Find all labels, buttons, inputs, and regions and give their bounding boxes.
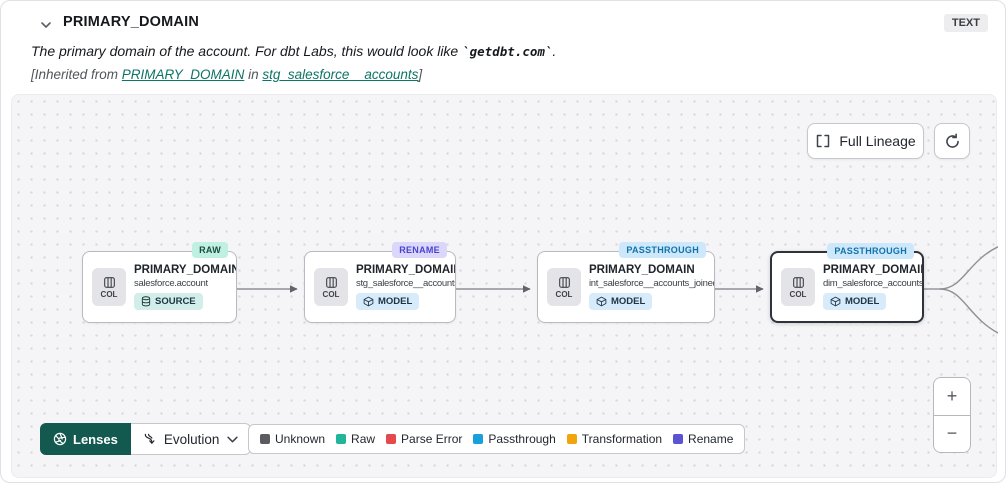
zoom-controls: + − [933,377,971,453]
lenses-toolbar: Lenses Evolution [40,423,252,455]
lenses-label: Lenses [73,431,118,447]
columns-icon [792,276,804,288]
resource-badge-model: MODEL [823,293,887,310]
resource-badge-model: MODEL [356,293,420,310]
refresh-icon [945,132,959,148]
status-tag: PASSTHROUGH [827,243,914,259]
legend-label: Transformation [581,432,663,446]
column-badge: COL [781,268,815,306]
description-code: `getdbt.com` [462,44,553,59]
status-legend: Unknown Raw Parse Error Passthrough Tran… [248,424,746,454]
aperture-icon [53,432,67,446]
legend-item: Rename [673,432,733,446]
lineage-node-dim-selected[interactable]: PASSTHROUGH COL PRIMARY_DOMAIN dim_sales… [770,243,924,323]
full-lineage-label: Full Lineage [839,133,916,149]
node-subtitle: salesforce.account [134,278,208,289]
status-tag: PASSTHROUGH [619,242,706,258]
resource-badge-label: MODEL [378,296,413,307]
col-label: COL [100,289,118,299]
refresh-button[interactable] [934,123,970,159]
legend-label: Raw [351,432,376,446]
inherited-middle: in [244,67,263,82]
column-type-badge: TEXT [943,14,988,32]
col-label: COL [322,289,340,299]
inherited-suffix: ] [418,67,423,82]
column-badge: COL [547,268,581,306]
resource-badge-label: MODEL [845,296,880,307]
fullscreen-brackets-icon [817,134,830,148]
lineage-node-int[interactable]: PASSTHROUGH COL PRIMARY_DOMAIN int_sales… [537,242,715,323]
column-title: PRIMARY_DOMAIN [63,14,199,30]
legend-item: Unknown [260,432,325,446]
col-label: COL [555,289,573,299]
inherited-prefix: [Inherited from [31,67,122,82]
legend-label: Passthrough [488,432,556,446]
description-text: The primary domain of the account. For d… [31,43,463,59]
legend-swatch [386,434,397,444]
legend-label: Unknown [275,432,326,446]
evolution-icon [144,433,155,444]
lens-dropdown-value: Evolution [163,431,220,447]
inherited-from-note: [Inherited from PRIMARY_DOMAIN in stg_sa… [31,67,422,82]
node-subtitle: dim_salesforce_accounts [823,278,922,289]
columns-icon [558,276,570,288]
chevron-down-icon [227,436,239,442]
resource-badge-label: MODEL [611,296,646,307]
legend-label: Rename [688,432,734,446]
columns-icon [103,276,115,288]
resource-badge-model: MODEL [589,293,653,310]
legend-swatch [473,434,484,444]
column-badge: COL [314,268,348,306]
legend-item: Transformation [566,432,663,446]
lens-dropdown[interactable]: Evolution [130,423,252,455]
legend-swatch [260,434,270,444]
cube-icon [363,296,374,307]
collapse-chevron-icon[interactable] [39,18,53,32]
full-lineage-button[interactable]: Full Lineage [807,123,924,159]
inherited-column-link[interactable]: PRIMARY_DOMAIN [121,67,245,82]
node-title: PRIMARY_DOMAIN [823,264,922,276]
zoom-out-button[interactable]: − [934,414,970,452]
lineage-node-source[interactable]: RAW COL PRIMARY_DOMAIN__C salesforce.acc… [82,242,237,323]
zoom-in-button[interactable]: + [934,378,970,415]
column-description: The primary domain of the account. For d… [31,43,556,59]
cube-icon [830,296,841,307]
legend-label: Parse Error [401,432,463,446]
node-title: PRIMARY_DOMAIN [589,264,695,276]
resource-badge-label: SOURCE [155,296,196,307]
description-period: . [552,43,557,59]
resource-badge-source: SOURCE [134,293,203,310]
cube-icon [596,296,607,307]
inherited-model-link[interactable]: stg_salesforce__accounts [262,67,419,82]
column-badge: COL [92,268,126,306]
database-icon [141,296,151,307]
col-label: COL [789,289,807,299]
legend-item: Raw [336,432,375,446]
legend-swatch [673,434,684,444]
status-tag: RAW [192,242,228,258]
legend-swatch [566,434,577,444]
node-subtitle: stg_salesforce__accounts [356,278,455,289]
node-subtitle: int_salesforce__accounts_joined [589,278,714,289]
lineage-canvas[interactable]: Full Lineage RAW COL PRIMARY_DOMAIN__C s… [11,94,998,478]
node-title: PRIMARY_DOMAIN [356,264,455,276]
node-title: PRIMARY_DOMAIN__C [134,264,236,276]
lineage-node-stg[interactable]: RENAME COL PRIMARY_DOMAIN stg_salesforce… [304,242,456,323]
legend-swatch [336,434,347,444]
lenses-button[interactable]: Lenses [40,423,131,455]
status-tag: RENAME [392,242,447,258]
legend-item: Passthrough [473,432,556,446]
legend-item: Parse Error [386,432,462,446]
columns-icon [325,276,337,288]
